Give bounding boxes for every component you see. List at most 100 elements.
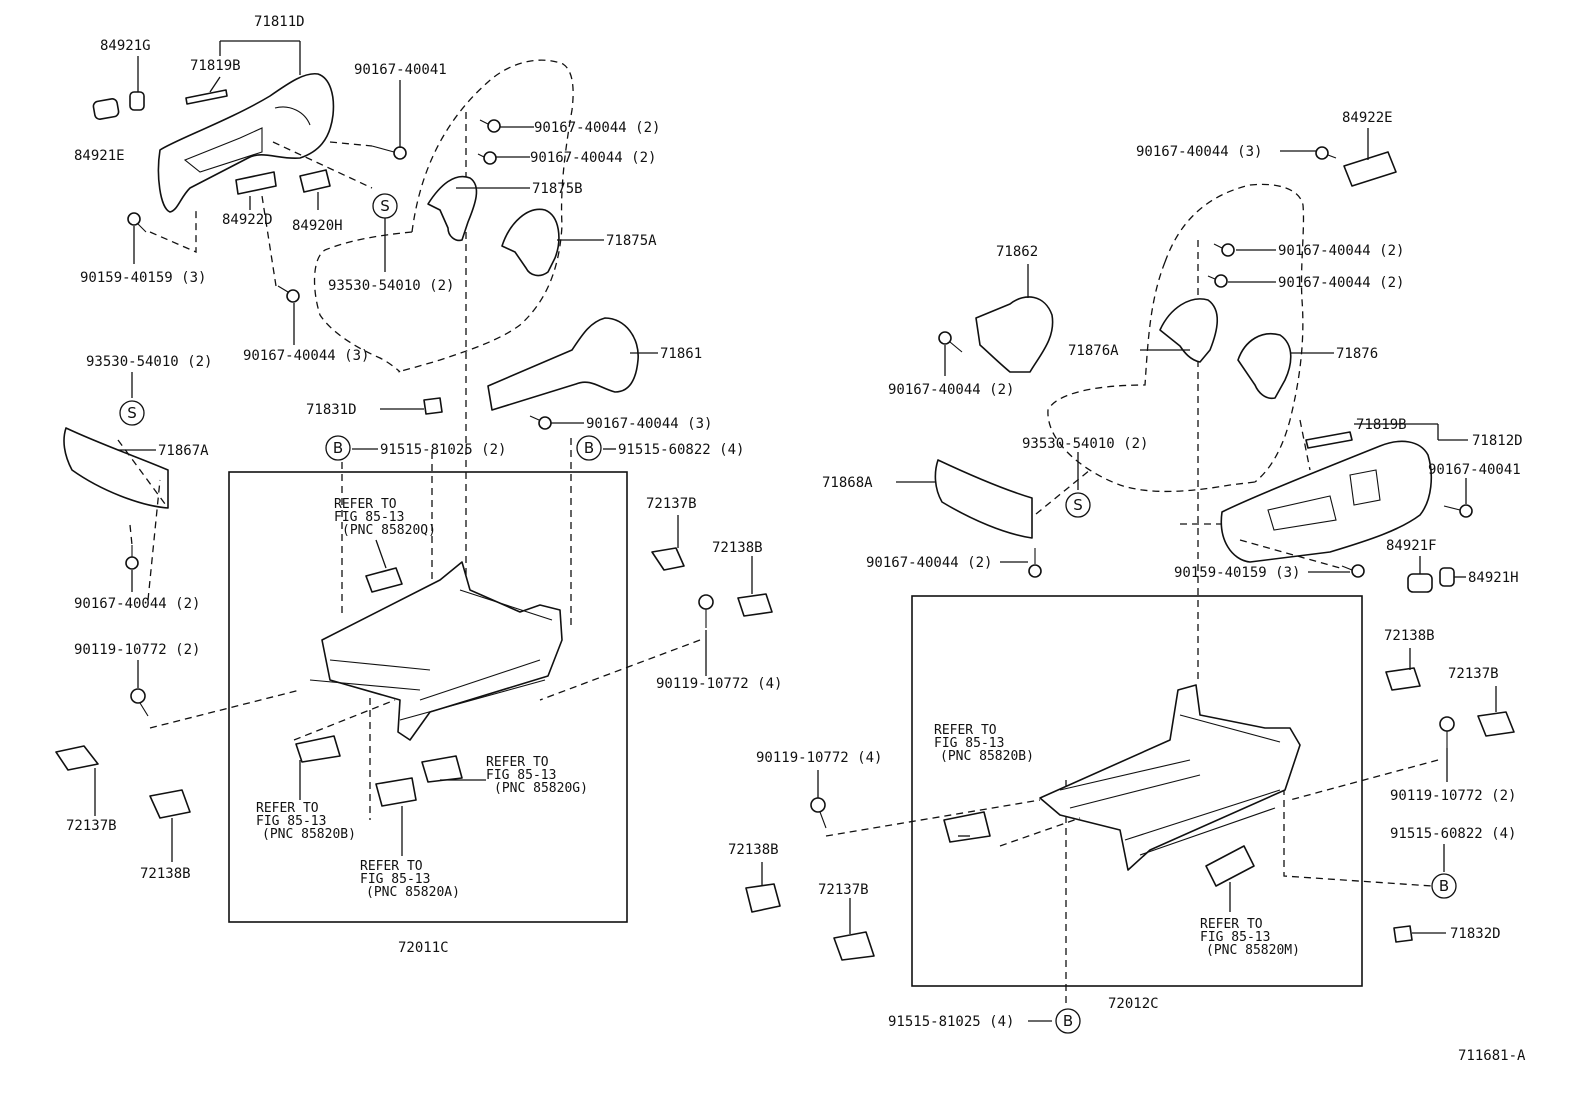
cover-detail xyxy=(117,439,169,546)
knob-84921h xyxy=(1439,567,1455,587)
right-guide-line xyxy=(1283,740,1433,887)
svg-text:B: B xyxy=(584,439,594,457)
motor-icon xyxy=(295,735,341,763)
part-label: 90167-40044 (3) xyxy=(1136,144,1262,160)
screw-icon xyxy=(1213,243,1235,257)
strip-71819b xyxy=(185,89,228,105)
refer-note: REFER TO FIG 85-13 (PNC 85820G) xyxy=(486,755,588,796)
seat-frame-box-72011c xyxy=(228,471,628,923)
part-label: 91515-60822 (4) xyxy=(1390,826,1516,842)
svg-text:B: B xyxy=(1063,1012,1073,1030)
side-shield-detail xyxy=(1267,469,1381,531)
part-label: 72011C xyxy=(398,940,449,956)
bracket-72138b xyxy=(745,883,781,913)
seat-track-frame xyxy=(1039,684,1301,871)
part-label: 90119-10772 (4) xyxy=(656,676,782,692)
part-label: 71819B xyxy=(1356,417,1407,433)
screw-icon xyxy=(479,119,501,133)
part-label: 90167-40044 (3) xyxy=(243,348,369,364)
figure-id: 711681-A xyxy=(1458,1048,1526,1064)
refer-note: REFER TO FIG 85-13 (PNC 85820M) xyxy=(1200,917,1300,958)
part-label: 90167-40044 (2) xyxy=(530,150,656,166)
marker-b: B xyxy=(1431,873,1457,899)
screw-icon xyxy=(1443,504,1473,518)
leader-line xyxy=(219,40,301,75)
side-shield-71811d xyxy=(157,72,335,213)
side-shield-detail xyxy=(183,106,311,173)
screw-icon xyxy=(938,331,963,353)
right-guide-line xyxy=(825,759,1439,847)
part-label: 91515-81025 (2) xyxy=(380,442,506,458)
part-label: 71875B xyxy=(532,181,583,197)
part-label: 84921E xyxy=(74,148,125,164)
part-label: 71876 xyxy=(1336,346,1378,362)
part-label: 90119-10772 (2) xyxy=(74,642,200,658)
screw-icon xyxy=(1207,274,1228,288)
right-labels: 84922E 90167-40044 (3) 90167-40044 (2) 9… xyxy=(728,110,1523,1030)
svg-text:S: S xyxy=(1073,496,1083,514)
part-label: 84921H xyxy=(1468,570,1519,586)
part-label: 90167-40044 (2) xyxy=(1278,243,1404,259)
refer-note: REFER TO FIG 85-13 (PNC 85820B) xyxy=(256,801,356,842)
leader-line xyxy=(209,76,221,93)
part-label: 72138B xyxy=(1384,628,1435,644)
screw-icon xyxy=(477,151,497,165)
bolt-icon xyxy=(130,688,149,717)
left-labels: 71811D 84921G 71819B 90167-40041 84921E … xyxy=(66,14,782,956)
refer-note: REFER TO FIG 85-13 (PNC 85820B) xyxy=(934,723,1034,764)
part-label: 90119-10772 (4) xyxy=(756,750,882,766)
bracket-72138b xyxy=(1385,667,1421,691)
marker-b: B xyxy=(576,435,602,461)
part-label: 93530-54010 (2) xyxy=(86,354,212,370)
part-label: 72137B xyxy=(1448,666,1499,682)
side-trim-71861 xyxy=(487,317,639,411)
part-label: 93530-54010 (2) xyxy=(328,278,454,294)
strip-71819b xyxy=(1305,431,1353,449)
left-assembly-drawings xyxy=(55,40,773,923)
screw-icon xyxy=(277,285,300,303)
part-label: 90167-40044 (3) xyxy=(586,416,712,432)
left-guide-line xyxy=(147,479,396,820)
part-label: 90167-40044 (2) xyxy=(888,382,1014,398)
knob-84921e xyxy=(92,98,120,120)
marker-s: S xyxy=(119,400,145,426)
right-guide-line xyxy=(1035,419,1341,569)
svg-text:S: S xyxy=(380,197,390,215)
part-label: 90159-40159 (3) xyxy=(1174,565,1300,581)
part-label: 71867A xyxy=(158,443,209,459)
part-label: 90167-40041 xyxy=(1428,462,1521,478)
bracket-72137b xyxy=(1477,711,1515,737)
screw-icon xyxy=(371,145,407,160)
clip-71832d xyxy=(1393,925,1413,943)
svg-text:B: B xyxy=(333,439,343,457)
marker-b: B xyxy=(1055,1008,1081,1034)
part-label: 90167-40041 xyxy=(354,62,447,78)
marker-s: S xyxy=(1065,492,1091,518)
bracket-72137b xyxy=(833,931,875,961)
part-label: 71876A xyxy=(1068,343,1119,359)
part-label: 71868A xyxy=(822,475,873,491)
svg-text:B: B xyxy=(1439,877,1449,895)
part-label: 72012C xyxy=(1108,996,1159,1012)
part-label: 91515-81025 (4) xyxy=(888,1014,1014,1030)
seat-track-detail xyxy=(1059,714,1281,856)
part-label: 84921F xyxy=(1386,538,1437,554)
seat-frame-box-72012c xyxy=(911,595,1363,987)
part-label: 90119-10772 (2) xyxy=(1390,788,1516,804)
bolt-icon xyxy=(698,594,714,628)
hinge-cover-71875a xyxy=(501,208,560,277)
part-label: 71861 xyxy=(660,346,702,362)
part-label: 90167-40044 (2) xyxy=(866,555,992,571)
part-label: 71831D xyxy=(306,402,357,418)
svg-text:S: S xyxy=(127,404,137,422)
side-shield-71812d xyxy=(1220,440,1433,563)
part-label: 71819B xyxy=(190,58,241,74)
motor-icon xyxy=(375,777,417,807)
bracket-72138b xyxy=(149,789,191,819)
part-label: 90167-40044 (2) xyxy=(534,120,660,136)
screw-icon xyxy=(1341,564,1365,578)
part-label: 90167-40044 (2) xyxy=(74,596,200,612)
trim-71862 xyxy=(975,296,1054,373)
